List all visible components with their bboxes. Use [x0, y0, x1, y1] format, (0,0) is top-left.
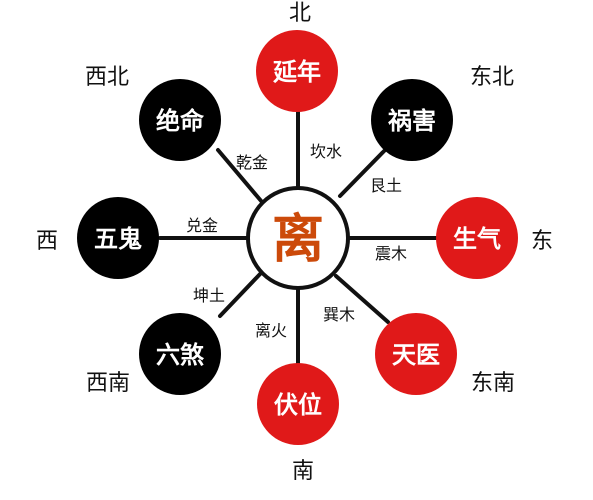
star-south-circle [257, 363, 339, 445]
star-southwest: 六煞 [139, 313, 221, 395]
star-west: 五鬼 [77, 197, 159, 279]
star-east: 生气 [436, 197, 518, 279]
star-southeast-circle [375, 313, 457, 395]
star-southwest-circle [139, 313, 221, 395]
star-south: 伏位 [257, 363, 339, 445]
direction-north: 北 [289, 1, 311, 26]
spoke-southeast [334, 274, 390, 324]
direction-southeast: 东南 [471, 371, 515, 396]
direction-east: 东 [531, 229, 553, 254]
center-label: 离 [272, 209, 324, 270]
trigram-southwest: 坤土 [193, 286, 225, 305]
star-west-circle [77, 197, 159, 279]
trigram-northwest: 乾金 [236, 153, 268, 172]
star-northwest-circle [139, 79, 221, 161]
star-southeast-label: 天医 [392, 340, 440, 369]
star-east-label: 生气 [453, 224, 501, 253]
trigram-northeast: 艮土 [370, 176, 402, 195]
direction-labels: 北 东北 东 东南 南 西南 西 西北 [36, 1, 553, 484]
spoke-northwest [216, 148, 264, 204]
star-northwest-label: 绝命 [156, 106, 205, 135]
star-northeast-label: 祸害 [388, 106, 436, 135]
spokes [158, 110, 442, 366]
spoke-northeast [338, 143, 392, 198]
trigram-east: 震木 [375, 244, 407, 263]
star-southeast: 天医 [375, 313, 457, 395]
star-northwest: 绝命 [139, 79, 221, 161]
trigram-west: 兑金 [186, 216, 218, 235]
trigram-south: 离火 [255, 321, 287, 340]
trigram-north: 坎水 [310, 142, 342, 161]
center-node: 离 [246, 186, 350, 290]
star-south-label: 伏位 [274, 390, 322, 419]
star-north-label: 延年 [272, 57, 321, 86]
direction-south: 南 [292, 459, 314, 484]
trigram-labels: 坎水 艮土 震木 巽木 离火 坤土 兑金 乾金 [186, 142, 407, 340]
center-circle [246, 186, 350, 290]
spoke-southwest [218, 270, 264, 318]
star-southwest-label: 六煞 [156, 340, 205, 369]
direction-southwest: 西南 [86, 371, 130, 396]
star-north: 延年 [256, 30, 338, 112]
star-northeast-circle [371, 79, 453, 161]
trigram-southeast: 巽木 [323, 305, 355, 324]
direction-west: 西 [36, 229, 58, 254]
star-east-circle [436, 197, 518, 279]
star-northeast: 祸害 [371, 79, 453, 161]
direction-northwest: 西北 [85, 65, 129, 90]
direction-northeast: 东北 [470, 65, 514, 90]
star-north-circle [256, 30, 338, 112]
star-west-label: 五鬼 [94, 224, 142, 253]
